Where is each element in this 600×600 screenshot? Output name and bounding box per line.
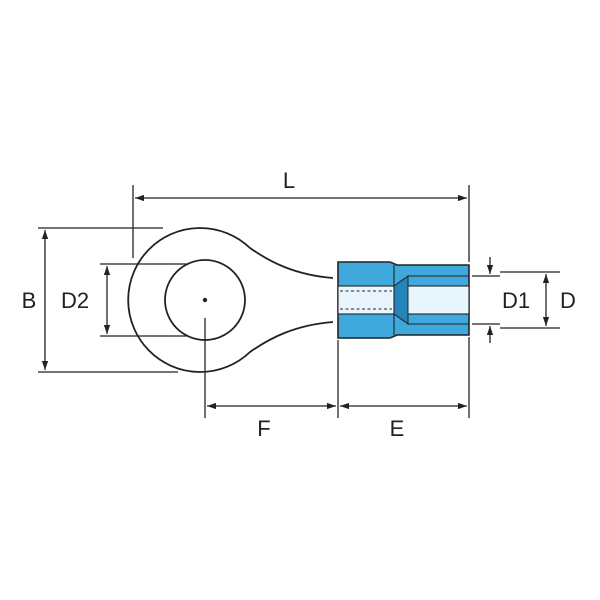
dimension-labels: L B D2 D1 D F E bbox=[22, 168, 576, 441]
label-F: F bbox=[257, 416, 270, 441]
label-D2: D2 bbox=[61, 288, 89, 313]
insulated-sleeve bbox=[337, 261, 470, 339]
label-D: D bbox=[560, 288, 576, 313]
ring-terminal bbox=[127, 227, 470, 373]
label-B: B bbox=[22, 288, 37, 313]
hole-center-dot bbox=[202, 297, 208, 303]
ring-tongue-outline bbox=[127, 227, 334, 373]
extension-lines bbox=[38, 185, 560, 418]
label-L: L bbox=[283, 168, 295, 193]
label-E: E bbox=[390, 416, 405, 441]
dimension-lines bbox=[41, 194, 550, 410]
label-D1: D1 bbox=[502, 288, 530, 313]
